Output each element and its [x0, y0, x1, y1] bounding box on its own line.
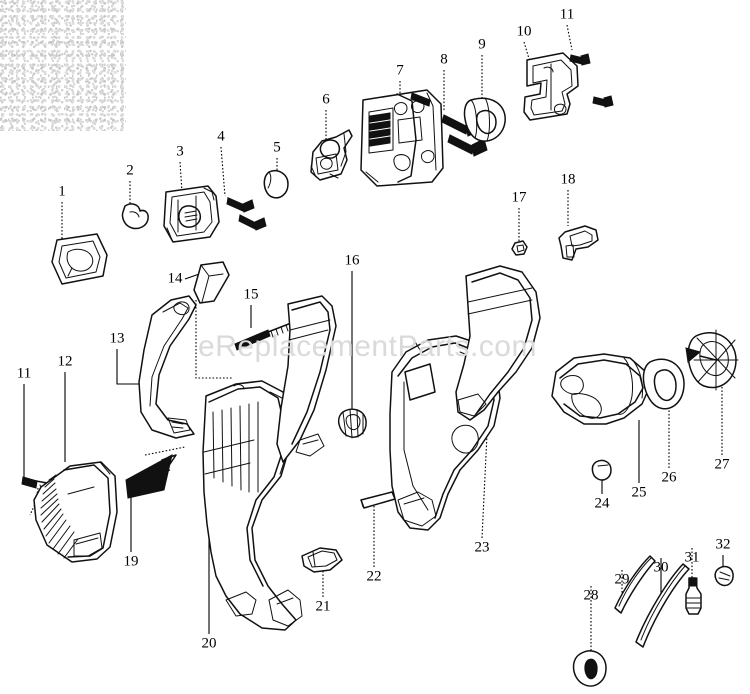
- part-18-knob: [558, 225, 599, 261]
- part-25-elbow-nozzle: [551, 353, 651, 425]
- part-19-wedge: [125, 446, 186, 499]
- callout-number-2: 2: [126, 162, 134, 179]
- part-7-side-cover: [360, 89, 444, 187]
- callout-number-25: 25: [631, 484, 647, 501]
- part-3-carburetor: [163, 185, 220, 243]
- callout-number-11: 11: [16, 365, 32, 382]
- part-1-gasket: [51, 233, 108, 285]
- part-9-pulley: [463, 97, 506, 142]
- callout-number-1: 1: [58, 183, 66, 200]
- part-20-housing-left: [202, 380, 303, 631]
- callout-number-3: 3: [176, 143, 184, 160]
- callout-number-18: 18: [560, 171, 576, 188]
- part-14-end-cap: [193, 261, 230, 304]
- callout-number-4: 4: [217, 128, 225, 145]
- part-4-screws: [226, 197, 267, 231]
- part-32-clip: [714, 565, 734, 587]
- callout-number-31: 31: [684, 549, 700, 566]
- part-23-outlet-tube: [455, 265, 541, 421]
- part-27-impeller: [685, 329, 739, 391]
- callout-number-22: 22: [366, 568, 382, 585]
- part-2-cap: [121, 203, 149, 230]
- part-12-filter-cover: [33, 461, 118, 563]
- callout-number-27: 27: [714, 456, 730, 473]
- callout-number-17: 17: [511, 189, 527, 206]
- callout-number-9: 9: [478, 36, 486, 53]
- part-29-rod: [614, 555, 656, 614]
- part-26-seal-ring: [642, 358, 685, 410]
- callout-number-14: 14: [167, 270, 183, 287]
- part-20-intake-barrel: [276, 295, 337, 463]
- part-28-eyelet: [572, 650, 607, 687]
- part-5-disc: [263, 170, 289, 199]
- callout-number-26: 26: [661, 469, 677, 486]
- stipple-noise-block: [0, 0, 126, 131]
- part-13-handle: [138, 295, 197, 439]
- part-10-bracket: [523, 52, 579, 121]
- callout-number-7: 7: [396, 62, 404, 79]
- callout-number-10: 10: [516, 23, 532, 40]
- part-16-grommet: [337, 408, 367, 439]
- callout-number-5: 5: [273, 139, 281, 156]
- callout-number-29: 29: [614, 571, 630, 588]
- callout-number-30: 30: [653, 559, 669, 576]
- callout-number-12: 12: [57, 353, 73, 370]
- leader-lines: [23, 24, 724, 652]
- callout-number-15: 15: [243, 286, 259, 303]
- part-17-nut: [511, 240, 528, 256]
- callout-number-23: 23: [474, 539, 490, 556]
- callout-number-28: 28: [583, 587, 599, 604]
- callout-number-21: 21: [315, 598, 331, 615]
- callout-number-20: 20: [201, 635, 217, 652]
- callout-number-19: 19: [123, 553, 139, 570]
- part-6-throttle-lever: [310, 129, 353, 181]
- callout-number-6: 6: [322, 91, 330, 108]
- part-24-plug: [591, 459, 612, 481]
- callout-number-32: 32: [715, 536, 731, 553]
- part-30-rod: [635, 563, 690, 648]
- callout-number-16: 16: [344, 252, 360, 269]
- part-31-bottle: [685, 577, 702, 615]
- part-11-screws-top: [569, 53, 614, 108]
- callout-number-11: 11: [559, 6, 575, 23]
- callout-number-24: 24: [594, 495, 610, 512]
- part-21-latch: [301, 547, 343, 573]
- callout-number-13: 13: [109, 330, 125, 347]
- callout-number-8: 8: [440, 51, 448, 68]
